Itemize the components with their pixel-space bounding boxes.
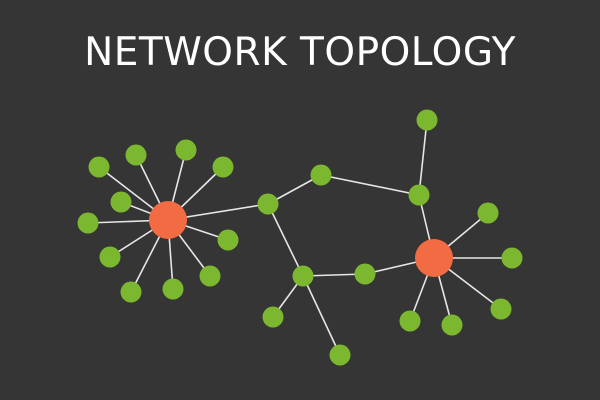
edge-n14-n16	[302, 275, 341, 356]
leaf-node-n22	[490, 298, 512, 320]
leaf-node-n8	[120, 281, 142, 303]
leaf-node-n3	[175, 139, 197, 161]
leaf-node-n15	[262, 306, 284, 328]
hub-node-hub-right	[415, 239, 453, 277]
leaf-node-n10	[199, 265, 221, 287]
node-layer	[77, 109, 523, 366]
leaf-node-n16	[329, 344, 351, 366]
leaf-node-n24	[399, 310, 421, 332]
leaf-node-n5	[110, 191, 132, 213]
edge-n13-n18	[320, 174, 420, 196]
leaf-node-n23	[441, 314, 463, 336]
hub-node-hub-left	[149, 201, 187, 239]
leaf-node-n2	[125, 144, 147, 166]
leaf-node-n1	[88, 156, 110, 178]
leaf-node-n11	[217, 229, 239, 251]
page-title: NETWORK TOPOLOGY	[84, 30, 516, 75]
leaf-node-n4	[212, 156, 234, 178]
leaf-node-n12	[257, 193, 279, 215]
leaf-node-n20	[477, 202, 499, 224]
leaf-node-n6	[77, 212, 99, 234]
leaf-node-n21	[501, 247, 523, 269]
leaf-node-n17	[354, 263, 376, 285]
leaf-node-n7	[99, 246, 121, 268]
leaf-node-n19	[416, 109, 438, 131]
edge-n18-n19	[418, 119, 428, 196]
edge-n12-n14	[267, 203, 304, 277]
leaf-node-n14	[292, 265, 314, 287]
leaf-node-n9	[162, 278, 184, 300]
leaf-node-n13	[310, 164, 332, 186]
leaf-node-n18	[408, 184, 430, 206]
